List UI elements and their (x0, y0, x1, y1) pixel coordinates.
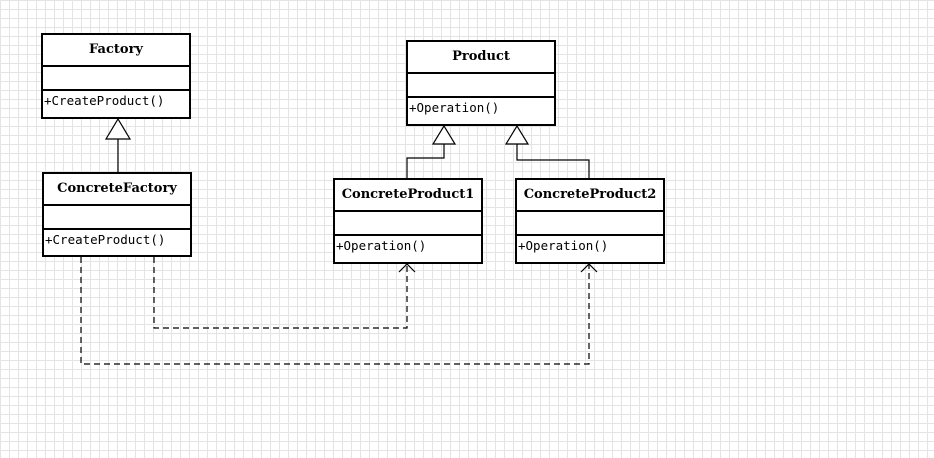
class-factory-attributes (43, 67, 189, 91)
generalization-line-product1-product (406, 144, 445, 178)
class-concrete-factory-name: ConcreteFactory (44, 174, 190, 206)
class-concrete-factory-operation: +CreateProduct() (45, 232, 166, 247)
class-concrete-product2-attributes (517, 212, 663, 236)
dependency-line-factory-product2 (80, 257, 590, 365)
class-concrete-product1-operation: +Operation() (336, 238, 427, 253)
class-product-attributes (408, 74, 554, 98)
dependency-arrowhead-product1 (398, 263, 416, 273)
class-factory[interactable]: Factory +CreateProduct() (41, 33, 191, 119)
class-concrete-product2-operation: +Operation() (518, 238, 609, 253)
class-product[interactable]: Product +Operation() (406, 40, 556, 126)
inheritance-arrowhead-factory (104, 117, 132, 140)
generalization-line-product2-product (516, 144, 590, 178)
inheritance-arrowhead-product-right (504, 124, 530, 145)
class-concrete-factory-attributes (44, 206, 190, 230)
class-concrete-product2-name: ConcreteProduct2 (517, 180, 663, 212)
dependency-arrowhead-product2 (580, 263, 598, 273)
class-concrete-product1-name: ConcreteProduct1 (335, 180, 481, 212)
class-concrete-factory[interactable]: ConcreteFactory +CreateProduct() (42, 172, 192, 257)
class-product-name: Product (408, 42, 554, 74)
dependency-line-factory-product1 (153, 257, 408, 329)
class-product-operation: +Operation() (409, 100, 500, 115)
class-factory-operation: +CreateProduct() (44, 93, 165, 108)
class-concrete-product1-attributes (335, 212, 481, 236)
class-concrete-product2[interactable]: ConcreteProduct2 +Operation() (515, 178, 665, 264)
class-factory-name: Factory (43, 35, 189, 67)
inheritance-arrowhead-product-left (431, 124, 457, 145)
class-concrete-product1[interactable]: ConcreteProduct1 +Operation() (333, 178, 483, 264)
